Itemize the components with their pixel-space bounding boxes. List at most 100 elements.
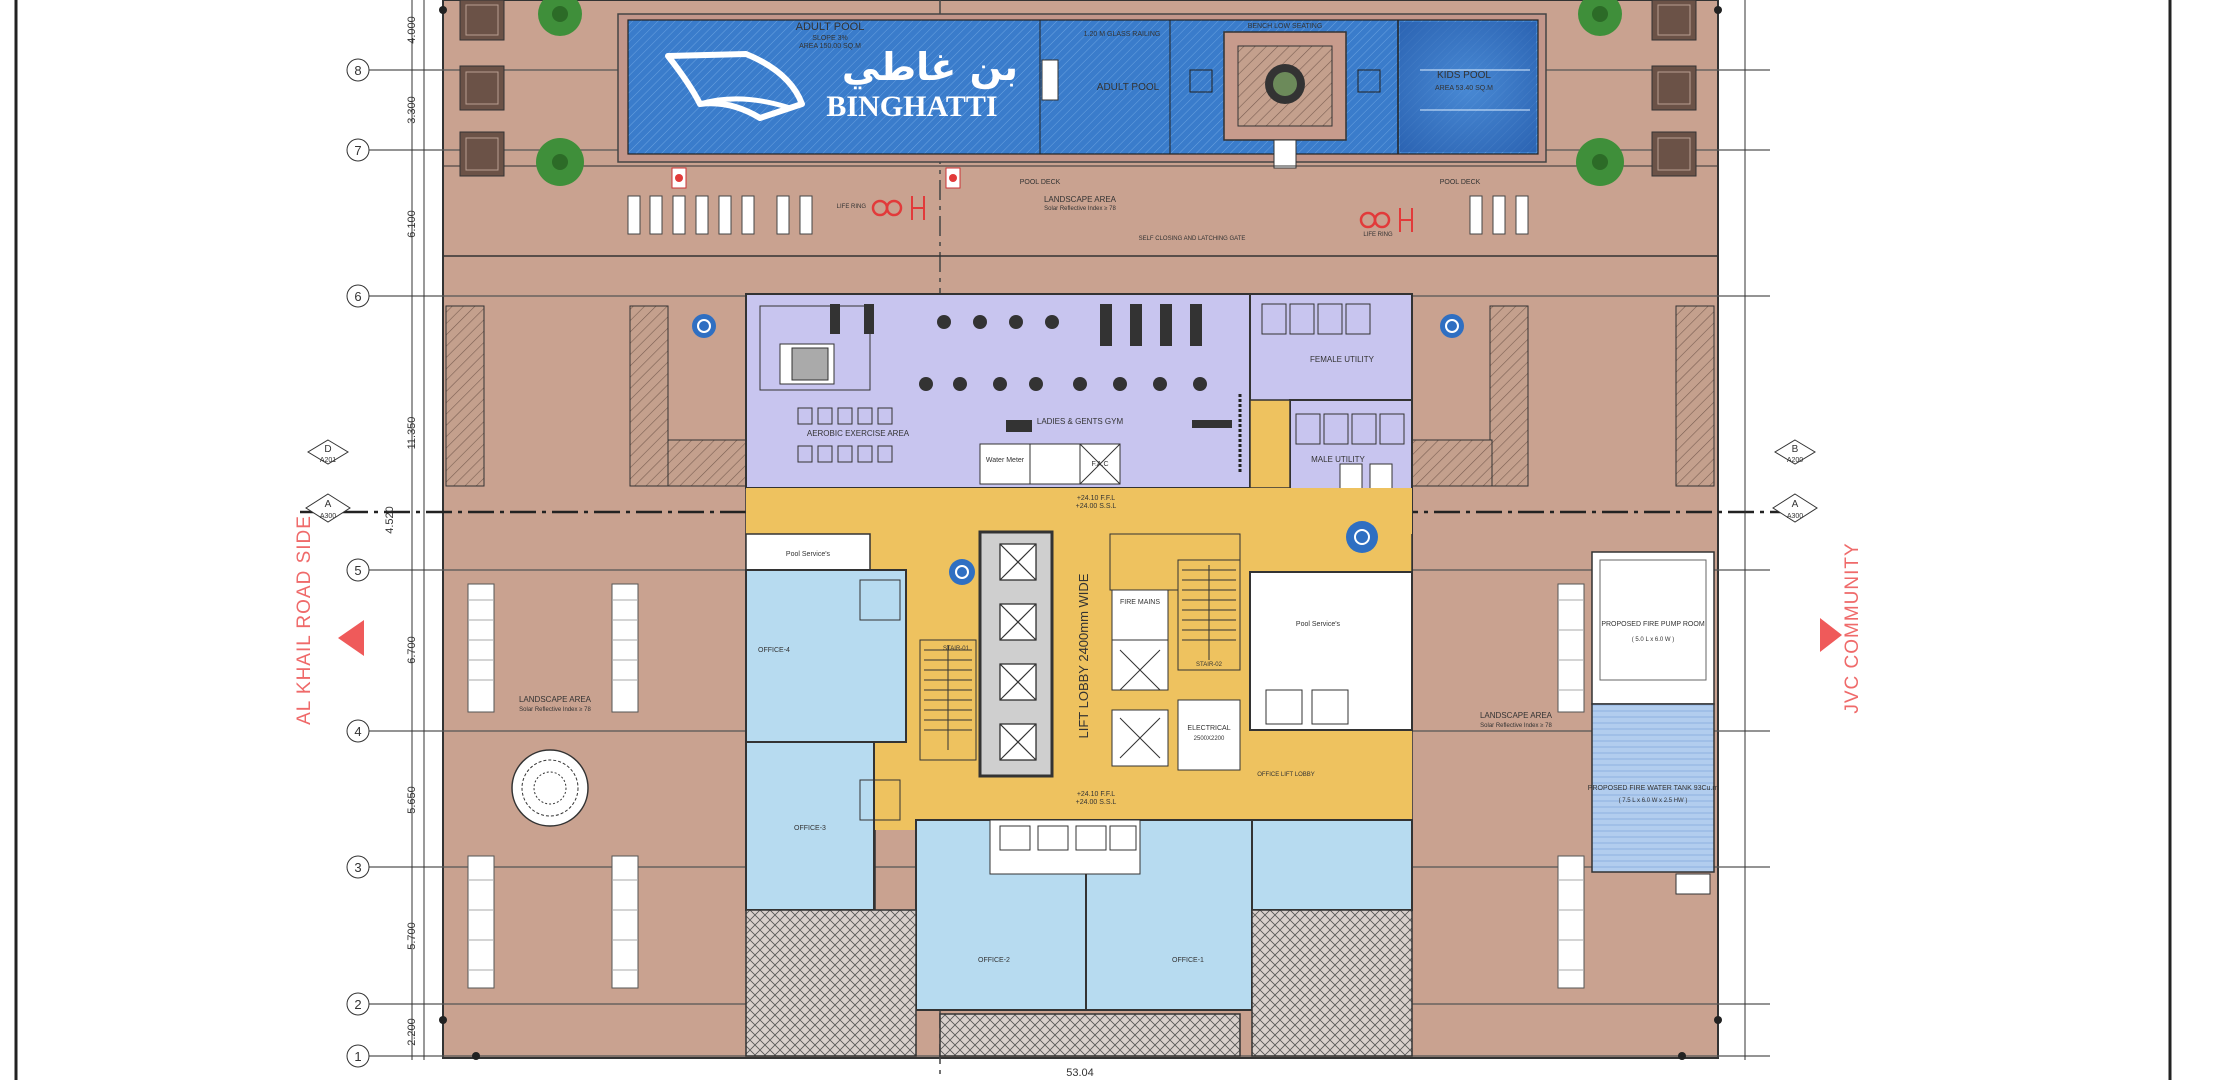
- dim-text: 2.200: [406, 1018, 418, 1046]
- pool-deck-label: POOL DECK: [1020, 179, 1061, 186]
- bench-label: BENCH LOW SEATING: [1248, 23, 1323, 30]
- kids-pool-area: AREA 53.40 SQ.M: [1435, 85, 1493, 92]
- brand-name-arabic: بن غاطي: [842, 45, 1018, 89]
- landscape-left-label: LANDSCAPE AREA: [519, 695, 592, 704]
- structural-columns: [439, 6, 1722, 1060]
- grid-label: 1: [354, 1049, 361, 1064]
- section-marker-a-left[interactable]: A A300: [305, 493, 351, 523]
- wheelchair-icon: [1440, 314, 1464, 338]
- electrical-room: [1177, 699, 1241, 771]
- gym-block: AEROBIC EXERCISE AREA LADIES & GENTS GYM…: [745, 293, 1413, 573]
- grid-label: 7: [354, 143, 361, 158]
- section-marker-b[interactable]: B A200: [1774, 439, 1816, 465]
- binghatti-logo: بن غاطي BINGHATTI: [665, 45, 1018, 123]
- level-ssl: +24.00 S.S.L: [1076, 503, 1117, 510]
- grid-label: 3: [354, 860, 361, 875]
- section-marker-a-right[interactable]: A A300: [1772, 493, 1818, 523]
- grid-bubble-4: 4: [346, 719, 370, 743]
- logo-mark-icon: [665, 51, 805, 121]
- dim-text: 6.100: [406, 210, 418, 238]
- fire-pump-room: PROPOSED FIRE PUMP ROOM ( 5.0 L x 6.0 W …: [1591, 551, 1715, 705]
- electrical-size: 2500X2200: [1194, 736, 1225, 742]
- deck-landscape-sub: Solar Reflective Index ≥ 78: [1044, 206, 1116, 212]
- section-ref: A200: [1787, 457, 1803, 464]
- lift-shaft-icon: [999, 543, 1037, 761]
- stair-01-label: STAIR-01: [943, 646, 970, 652]
- grid-label: 4: [354, 724, 361, 739]
- section-marker-d[interactable]: D A201: [307, 439, 349, 465]
- aerobic-label: AEROBIC EXERCISE AREA: [807, 429, 910, 438]
- gym-equipment-icon: [830, 304, 1232, 432]
- wheelchair-icon: [692, 314, 716, 338]
- level-ffl-lower: +24.10 F.F.L: [1077, 791, 1115, 798]
- female-utility-label: FEMALE UTILITY: [1310, 355, 1375, 364]
- gym-label: LADIES & GENTS GYM: [1037, 417, 1124, 426]
- brand-name: BINGHATTI: [826, 90, 997, 123]
- section-letter: A: [1792, 499, 1799, 510]
- grid-bubble-2: 2: [346, 992, 370, 1016]
- section-ref: A300: [320, 513, 336, 520]
- dimension-strings: 4.000 3.300 6.100 11.350 4.520 6.700 5.6…: [384, 16, 1094, 1079]
- landscape-loungers: [467, 583, 1585, 989]
- kids-pool-label: KIDS POOL: [1437, 70, 1491, 81]
- pool-services-right-label: Pool Service's: [1296, 621, 1341, 628]
- office-lift-lobby-label: OFFICE LIFT LOBBY: [1257, 772, 1315, 778]
- female-utility-area: [1249, 293, 1413, 405]
- gate-label: SELF CLOSING AND LATCHING GATE: [1139, 236, 1246, 242]
- fire-pump-label: PROPOSED FIRE PUMP ROOM: [1601, 621, 1704, 628]
- section-ref: A300: [1787, 513, 1803, 520]
- fac-label: F.A.C: [1091, 461, 1108, 468]
- arrow-left-icon: [338, 620, 364, 656]
- office-4: [745, 569, 907, 743]
- offices: OFFICE-4 OFFICE-3 OFFICE-2 OFFICE-1: [745, 569, 1413, 1011]
- side-label-right: JVC COMMUNITY: [1842, 542, 1863, 713]
- office-3-label: OFFICE-3: [794, 825, 826, 832]
- section-letter: A: [325, 499, 332, 510]
- grid-bubbles: 8 7 6 5 4 3 2 1: [346, 58, 370, 1068]
- grid-bubble-7: 7: [346, 138, 370, 162]
- life-ring-right-icon: [1359, 208, 1413, 232]
- pool-services-right: Pool Service's: [1249, 571, 1413, 731]
- fire-tank-label: PROPOSED FIRE WATER TANK 93Cu.m: [1588, 785, 1719, 792]
- male-utility-label: MALE UTILITY: [1311, 455, 1365, 464]
- deck-landscape-label: LANDSCAPE AREA: [1044, 195, 1117, 204]
- office-4-label: OFFICE-4: [758, 647, 790, 654]
- adult-pool-slope: SLOPE 3%: [812, 35, 847, 42]
- left-road-label: AL KHAIL ROAD SIDE: [294, 515, 364, 725]
- side-label-left: AL KHAIL ROAD SIDE: [294, 515, 315, 725]
- grid-label: 8: [354, 63, 361, 78]
- lift-lobby-label: LIFT LOBBY 2400mm WIDE: [1076, 573, 1091, 738]
- kids-pool: [1400, 22, 1536, 152]
- dim-text: 4.000: [406, 16, 418, 44]
- office-2-label: OFFICE-2: [978, 957, 1010, 964]
- dim-text: 5.650: [406, 786, 418, 814]
- grid-bubble-8: 8: [346, 58, 370, 82]
- pool-services-left: Pool Service's: [745, 533, 871, 571]
- grid-bubble-3: 3: [346, 855, 370, 879]
- dim-text: 11.350: [406, 417, 418, 450]
- fire-tank-size: ( 7.5 L x 6.0 W x 2.5 HW ): [1619, 798, 1688, 804]
- dim-text: 4.520: [384, 506, 396, 534]
- fire-mains-label: FIRE MAINS: [1120, 599, 1160, 606]
- wheelchair-icon: [949, 559, 975, 585]
- landscape-left-sub: Solar Reflective Index ≥ 78: [519, 707, 591, 713]
- planters: [459, 0, 1697, 186]
- grid-label: 6: [354, 289, 361, 304]
- arrow-right-icon: [1820, 618, 1842, 652]
- fire-water-tank: PROPOSED FIRE WATER TANK 93Cu.m ( 7.5 L …: [1588, 703, 1719, 895]
- life-ring-label-right: LIFE RING: [1363, 232, 1393, 238]
- bottom-paving: [745, 909, 1413, 1057]
- stair-02-icon: [1182, 565, 1236, 660]
- landscape-right-label: LANDSCAPE AREA: [1480, 711, 1553, 720]
- bottom-dimension: 53.04: [1066, 1067, 1094, 1079]
- level-ssl-lower: +24.00 S.S.L: [1076, 799, 1117, 806]
- grid-label: 5: [354, 563, 361, 578]
- pool-services-left-label: Pool Service's: [786, 551, 831, 558]
- landscape-right-sub: Solar Reflective Index ≥ 78: [1480, 723, 1552, 729]
- adult-pool-area: AREA 150.00 SQ.M: [799, 43, 861, 50]
- grid-bubble-5: 5: [346, 558, 370, 582]
- wheelchair-icon: [1346, 521, 1378, 553]
- water-meter-label: Water Meter: [986, 457, 1025, 464]
- electrical-label: ELECTRICAL: [1187, 725, 1230, 732]
